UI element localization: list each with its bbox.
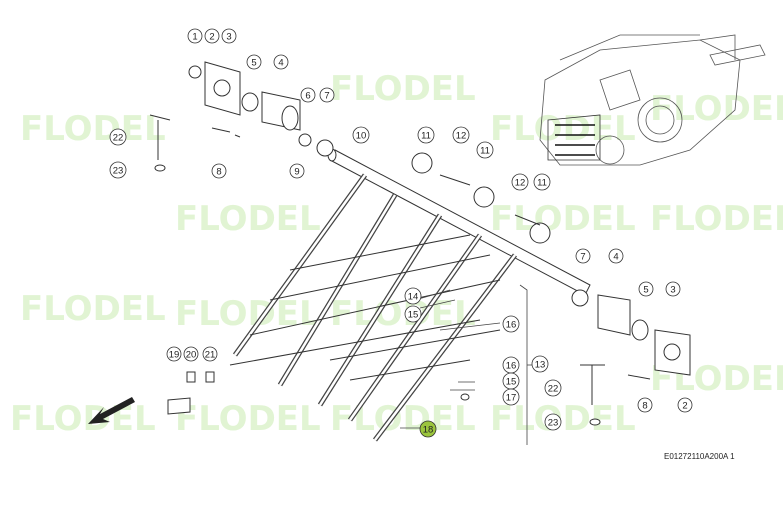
watermark: FLODEL [175,294,321,334]
svg-text:4: 4 [613,252,618,263]
svg-text:7: 7 [324,91,329,102]
svg-text:16: 16 [506,320,517,331]
watermark: FLODEL [10,399,156,439]
svg-text:3: 3 [670,285,675,296]
svg-text:22: 22 [113,133,124,144]
callout-11[interactable]: 11 [476,141,494,159]
callout-12[interactable]: 12 [511,173,529,191]
callout-8[interactable]: 8 [637,397,653,413]
callout-23[interactable]: 23 [109,161,127,179]
svg-text:12: 12 [515,178,526,189]
svg-text:11: 11 [537,178,547,189]
callout-5[interactable]: 5 [638,281,654,297]
callout-14[interactable]: 14 [404,287,422,305]
callout-4[interactable]: 4 [608,248,624,264]
svg-text:13: 13 [535,360,546,371]
watermark: FLODEL [175,199,321,239]
svg-text:22: 22 [548,384,559,395]
callout-22[interactable]: 22 [109,128,127,146]
bracket-lines [400,284,535,445]
watermark: FLODEL [20,109,166,149]
svg-text:8: 8 [216,167,221,178]
callout-3[interactable]: 3 [665,281,681,297]
watermark: FLODEL [490,109,636,149]
diagram-code: E01272110A200A 1 [664,452,735,461]
callout-15[interactable]: 15 [404,305,422,323]
callout-7[interactable]: 7 [319,87,335,103]
callout-6[interactable]: 6 [300,87,316,103]
svg-text:10: 10 [356,131,367,142]
callout-1[interactable]: 1 [187,28,203,44]
svg-text:2: 2 [682,401,687,412]
svg-text:21: 21 [205,350,216,361]
callout-5[interactable]: 5 [246,54,262,70]
callout-8[interactable]: 8 [211,163,227,179]
svg-text:15: 15 [408,310,419,321]
svg-text:12: 12 [456,131,467,142]
svg-text:9: 9 [294,167,299,178]
watermark-layer: FLODEL FLODEL FLODEL FLODEL FLODEL FLODE… [10,69,783,439]
callout-11[interactable]: 11 [533,173,551,191]
callout-20[interactable]: 20 [183,346,199,362]
svg-text:5: 5 [251,58,256,69]
watermark: FLODEL [490,399,636,439]
svg-text:6: 6 [305,91,310,102]
watermark: FLODEL [650,199,783,239]
svg-text:15: 15 [506,377,517,388]
direction-arrow-icon [88,397,135,424]
combine-harvester-illustration [539,34,766,166]
callout-12[interactable]: 12 [452,126,470,144]
callout-15[interactable]: 15 [502,372,520,390]
callout-16[interactable]: 16 [502,315,520,333]
callout-17[interactable]: 17 [502,388,520,406]
svg-text:19: 19 [169,350,180,361]
svg-text:18: 18 [423,425,434,436]
svg-text:8: 8 [642,401,647,412]
svg-text:3: 3 [226,32,231,43]
watermark: FLODEL [330,69,476,109]
callout-2[interactable]: 2 [204,28,220,44]
callout-16[interactable]: 16 [502,356,520,374]
svg-text:14: 14 [408,292,419,303]
callout-7[interactable]: 7 [575,248,591,264]
callout-3[interactable]: 3 [221,28,237,44]
callout-10[interactable]: 10 [352,126,370,144]
callout-13[interactable]: 13 [531,355,549,373]
svg-text:4: 4 [278,58,283,69]
watermark: FLODEL [650,89,783,129]
callout-18-highlighted[interactable]: 18 [419,420,437,438]
svg-text:23: 23 [113,166,124,177]
svg-text:16: 16 [506,361,517,372]
svg-text:20: 20 [186,350,197,361]
callout-11[interactable]: 11 [417,126,435,144]
callout-2[interactable]: 2 [677,397,693,413]
parts-sketches [149,61,691,426]
callout-9[interactable]: 9 [289,163,305,179]
svg-text:11: 11 [480,146,490,157]
callout-22[interactable]: 22 [544,379,562,397]
callout-4[interactable]: 4 [273,54,289,70]
callout-19[interactable]: 19 [166,346,182,362]
svg-text:23: 23 [548,418,559,429]
callouts[interactable]: 1 2 3 5 4 6 7 22 23 8 9 10 11 12 11 12 1… [109,28,693,438]
watermark: FLODEL [20,289,166,329]
feeder-chains [229,173,517,442]
svg-text:5: 5 [643,285,648,296]
callout-23[interactable]: 23 [544,413,562,431]
svg-text:17: 17 [506,393,517,404]
watermark: FLODEL [490,199,636,239]
svg-text:7: 7 [580,252,585,263]
svg-text:2: 2 [209,32,214,43]
svg-text:11: 11 [421,131,431,142]
callout-21[interactable]: 21 [202,346,218,362]
watermark: FLODEL [175,399,321,439]
svg-text:1: 1 [192,32,197,43]
